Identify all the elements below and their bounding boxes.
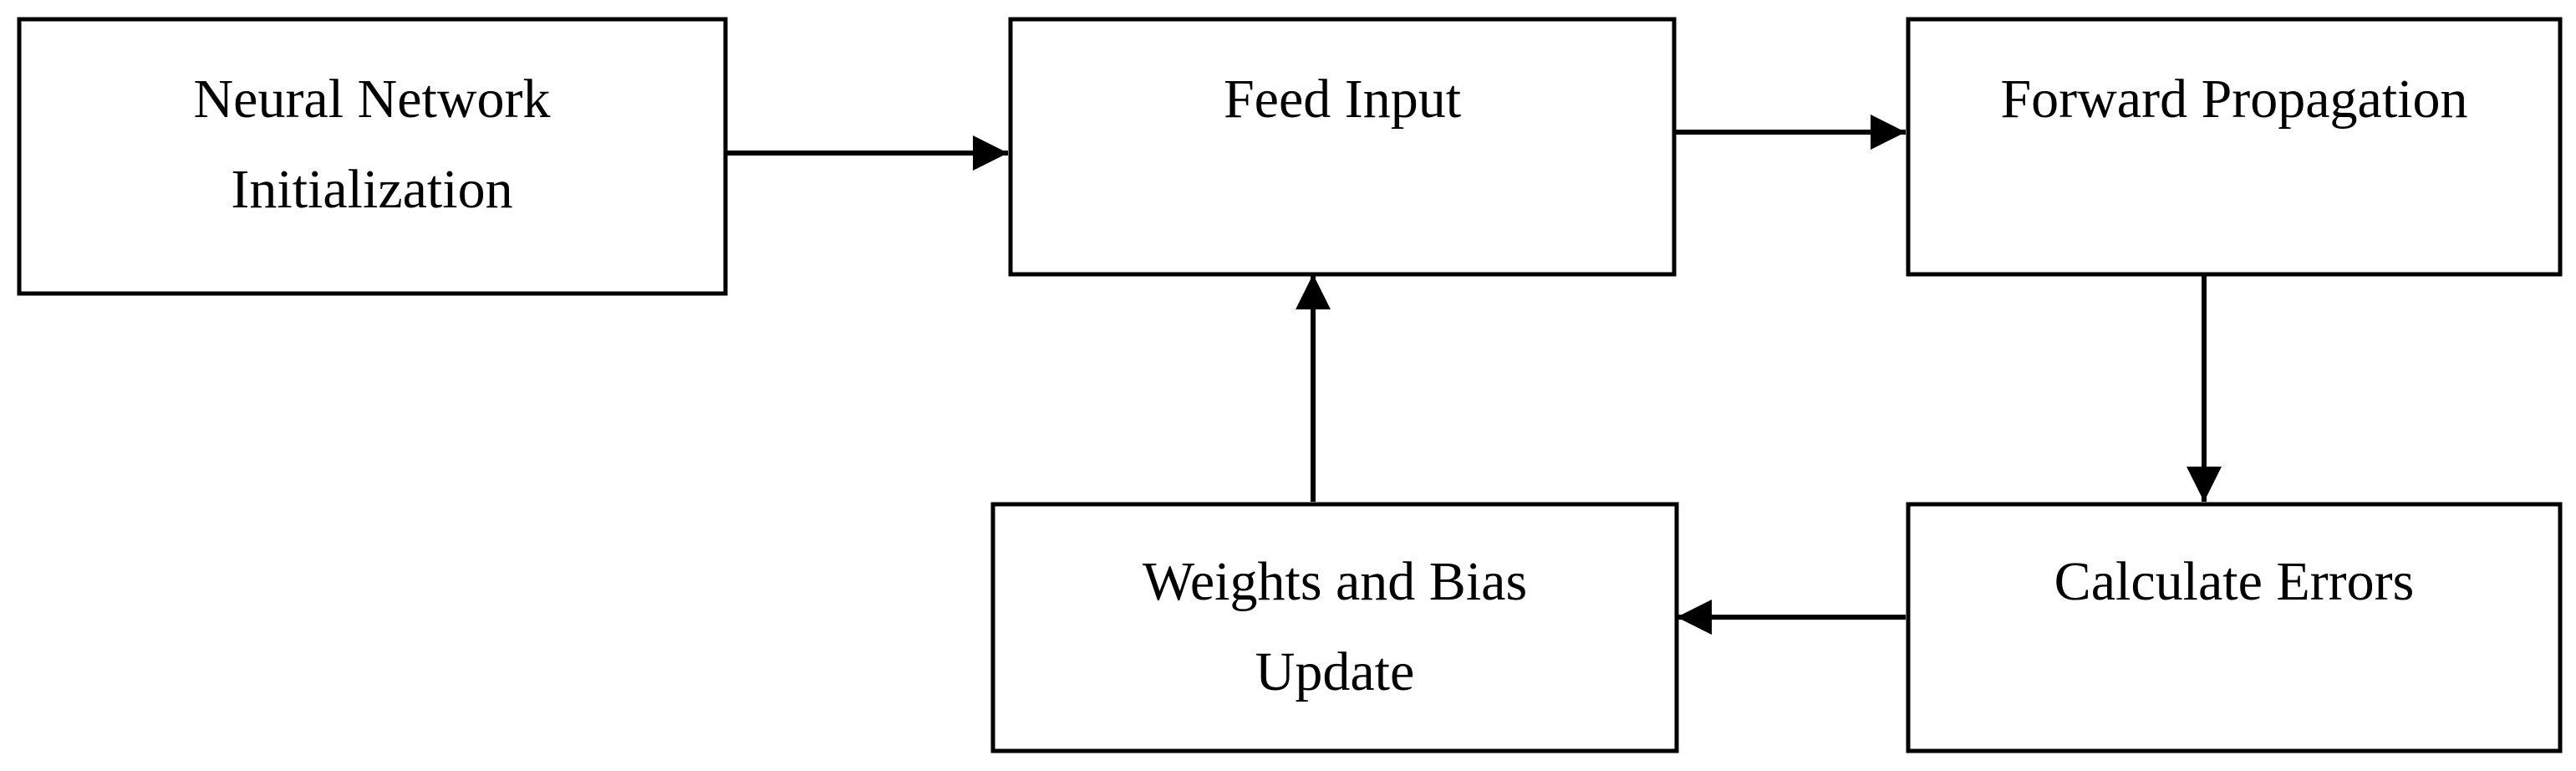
node-errors: Calculate Errors	[1906, 502, 2563, 753]
node-label: Calculate Errors	[2054, 551, 2415, 612]
node-label: Weights and Bias	[1143, 551, 1527, 612]
node-label: Initialization	[231, 159, 512, 220]
node-box	[1906, 502, 2563, 753]
node-label: Feed Input	[1224, 69, 1461, 130]
node-box	[17, 17, 728, 296]
node-box	[1906, 17, 2563, 277]
node-feed: Feed Input	[1008, 17, 1677, 277]
edges	[725, 115, 2222, 635]
node-label: Forward Propagation	[2000, 69, 2467, 130]
node-box	[990, 502, 1679, 753]
node-forward: Forward Propagation	[1906, 17, 2563, 277]
node-box	[1008, 17, 1677, 277]
node-label: Update	[1255, 641, 1415, 702]
node-update: Weights and Bias Update	[990, 502, 1679, 753]
node-label: Neural Network	[193, 69, 550, 130]
node-init: Neural Network Initialization	[17, 17, 728, 296]
